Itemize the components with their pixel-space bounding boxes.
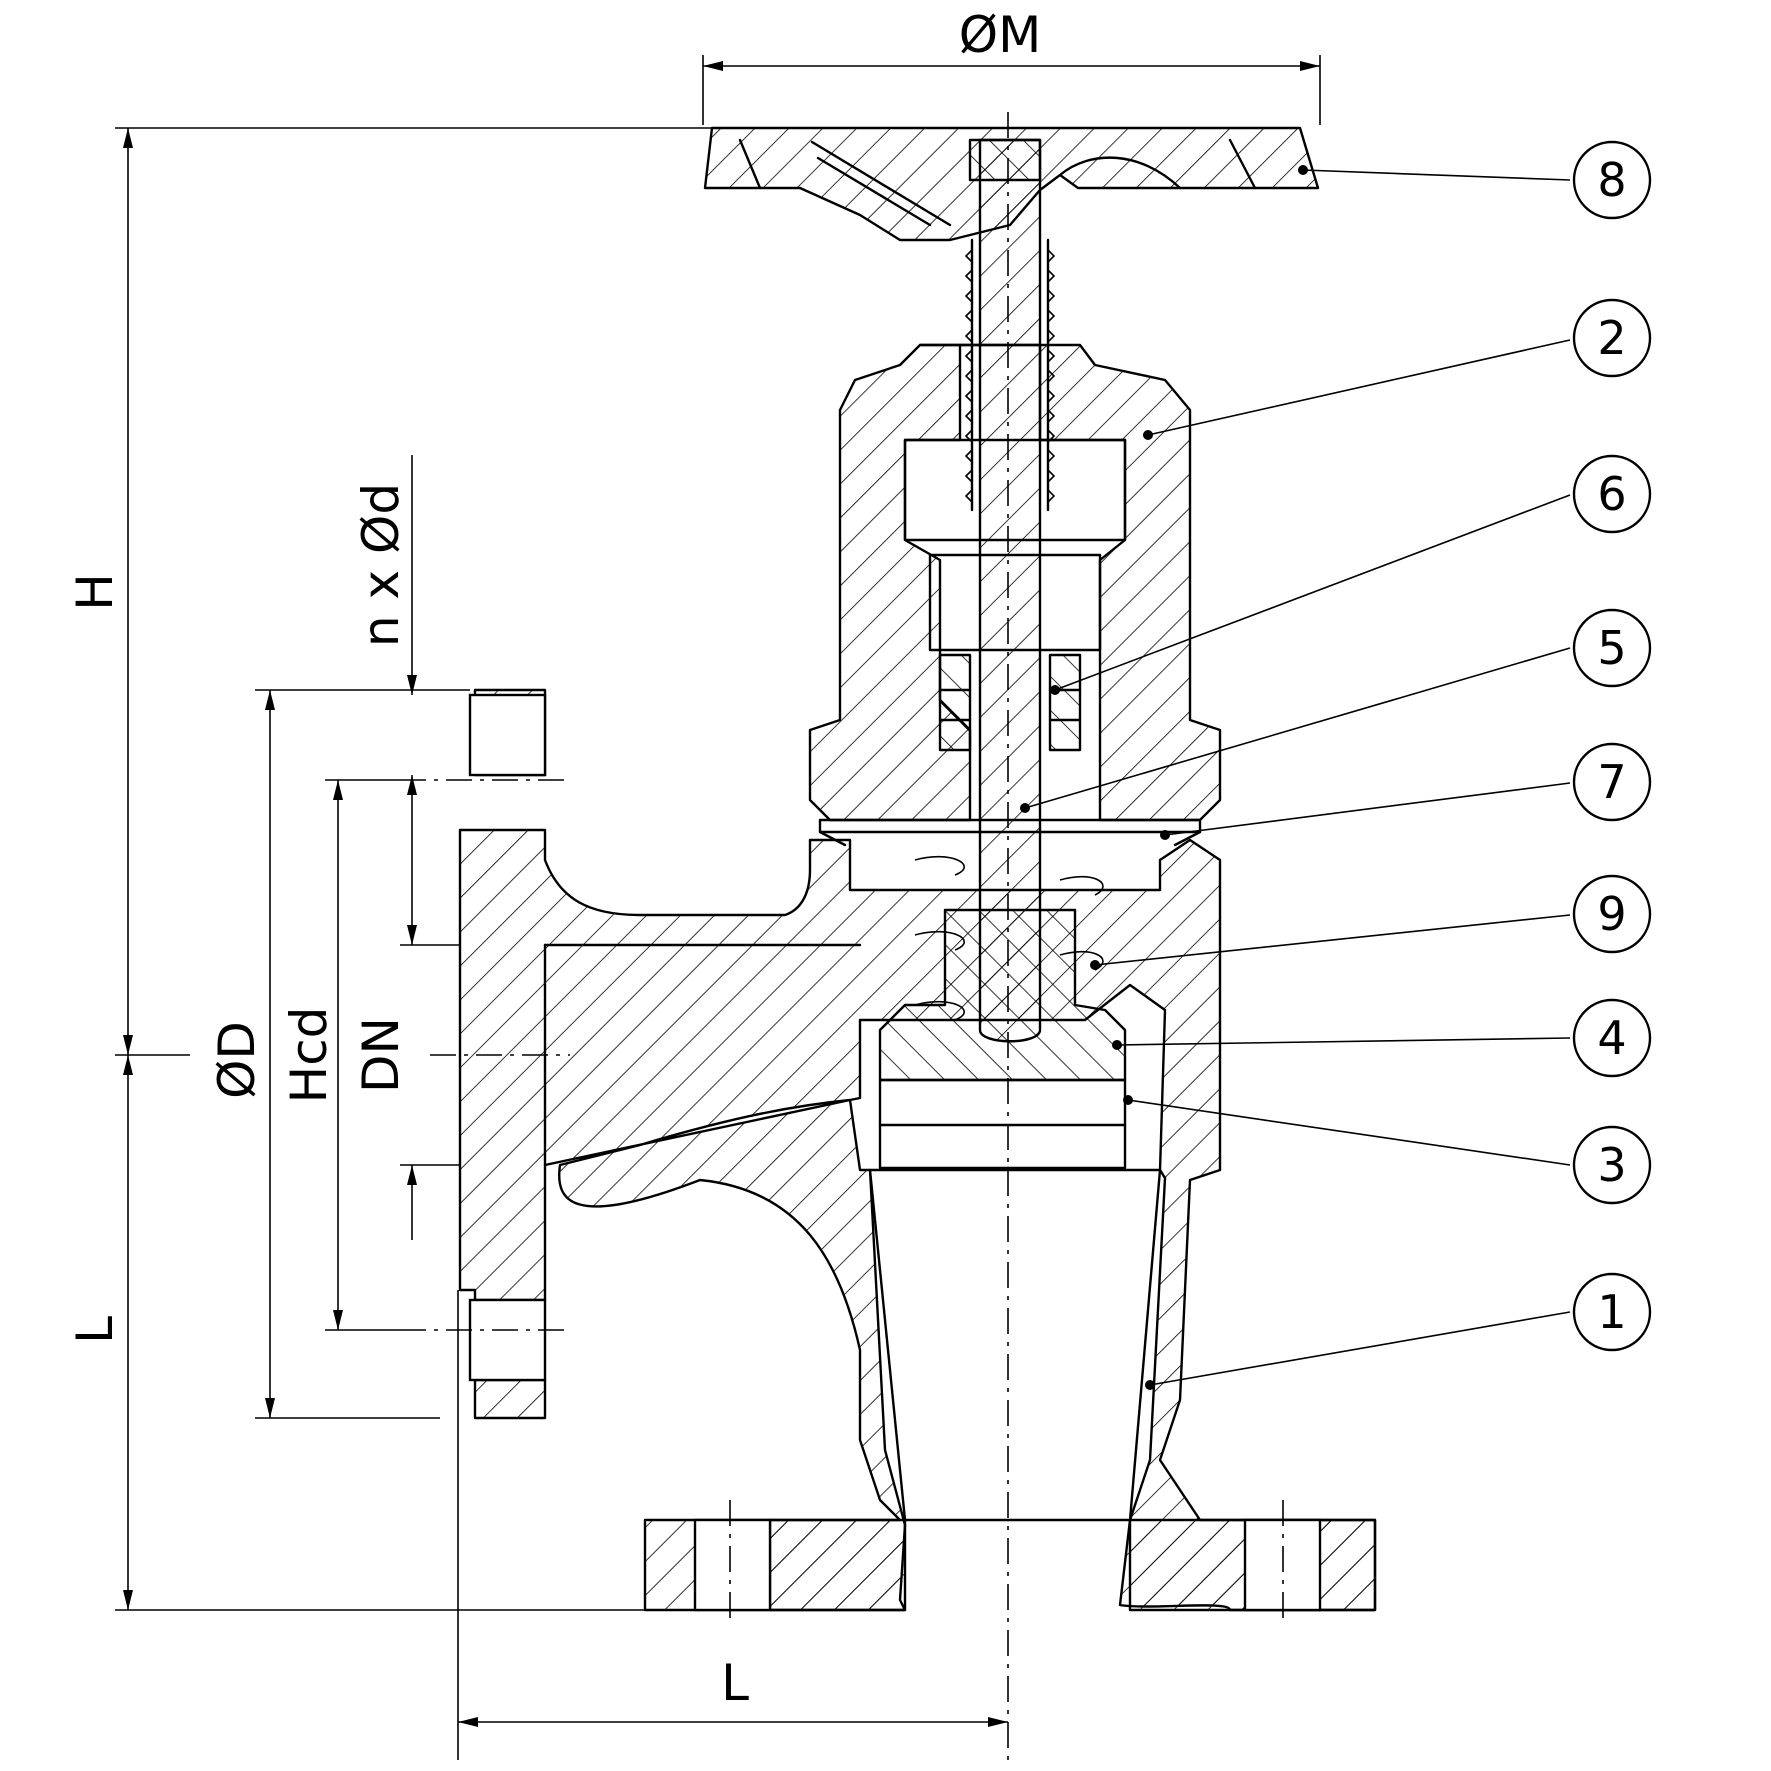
part-label-5: 5 xyxy=(1572,608,1652,688)
dim-label-L-vertical: L xyxy=(66,1316,124,1344)
dim-label-H: H xyxy=(66,573,124,611)
center-lines xyxy=(400,112,1284,1760)
svg-text:4: 4 xyxy=(1597,1011,1626,1065)
svg-text:3: 3 xyxy=(1597,1138,1626,1192)
svg-text:2: 2 xyxy=(1597,311,1626,365)
bonnet xyxy=(808,343,1222,822)
dim-label-Hcd: Hcd xyxy=(280,1007,338,1104)
spring xyxy=(914,855,1104,1021)
stem-thread-marks xyxy=(964,249,1056,503)
gland-packing xyxy=(938,653,1082,752)
part-label-9: 9 xyxy=(1572,874,1652,954)
side-flange-bolt-holes xyxy=(468,693,547,1382)
dim-label-L-horizontal: L xyxy=(721,1654,749,1712)
svg-text:7: 7 xyxy=(1597,755,1626,809)
svg-text:1: 1 xyxy=(1597,1285,1626,1339)
dim-label-DN: DN xyxy=(352,1017,410,1093)
dim-label-diameter-M: ØM xyxy=(959,6,1042,64)
part-label-7: 7 xyxy=(1572,742,1652,822)
part-label-8: 8 xyxy=(1572,140,1652,220)
part-label-4: 4 xyxy=(1572,998,1652,1078)
dim-label-diameter-D: ØD xyxy=(208,1021,266,1099)
svg-text:9: 9 xyxy=(1597,887,1626,941)
dim-label-bolt-holes: n x Ød xyxy=(352,483,410,647)
part-label-3: 3 xyxy=(1572,1125,1652,1205)
part-callouts xyxy=(1020,165,1571,1390)
svg-text:8: 8 xyxy=(1597,153,1626,207)
valve-body xyxy=(458,688,1377,1612)
part-label-6: 6 xyxy=(1572,454,1652,534)
part-label-1: 1 xyxy=(1572,1272,1652,1352)
svg-text:6: 6 xyxy=(1597,467,1626,521)
dimension-lines xyxy=(115,55,1321,1760)
seat-ring xyxy=(878,1078,1127,1170)
svg-text:5: 5 xyxy=(1597,621,1626,675)
part-label-2: 2 xyxy=(1572,298,1652,378)
